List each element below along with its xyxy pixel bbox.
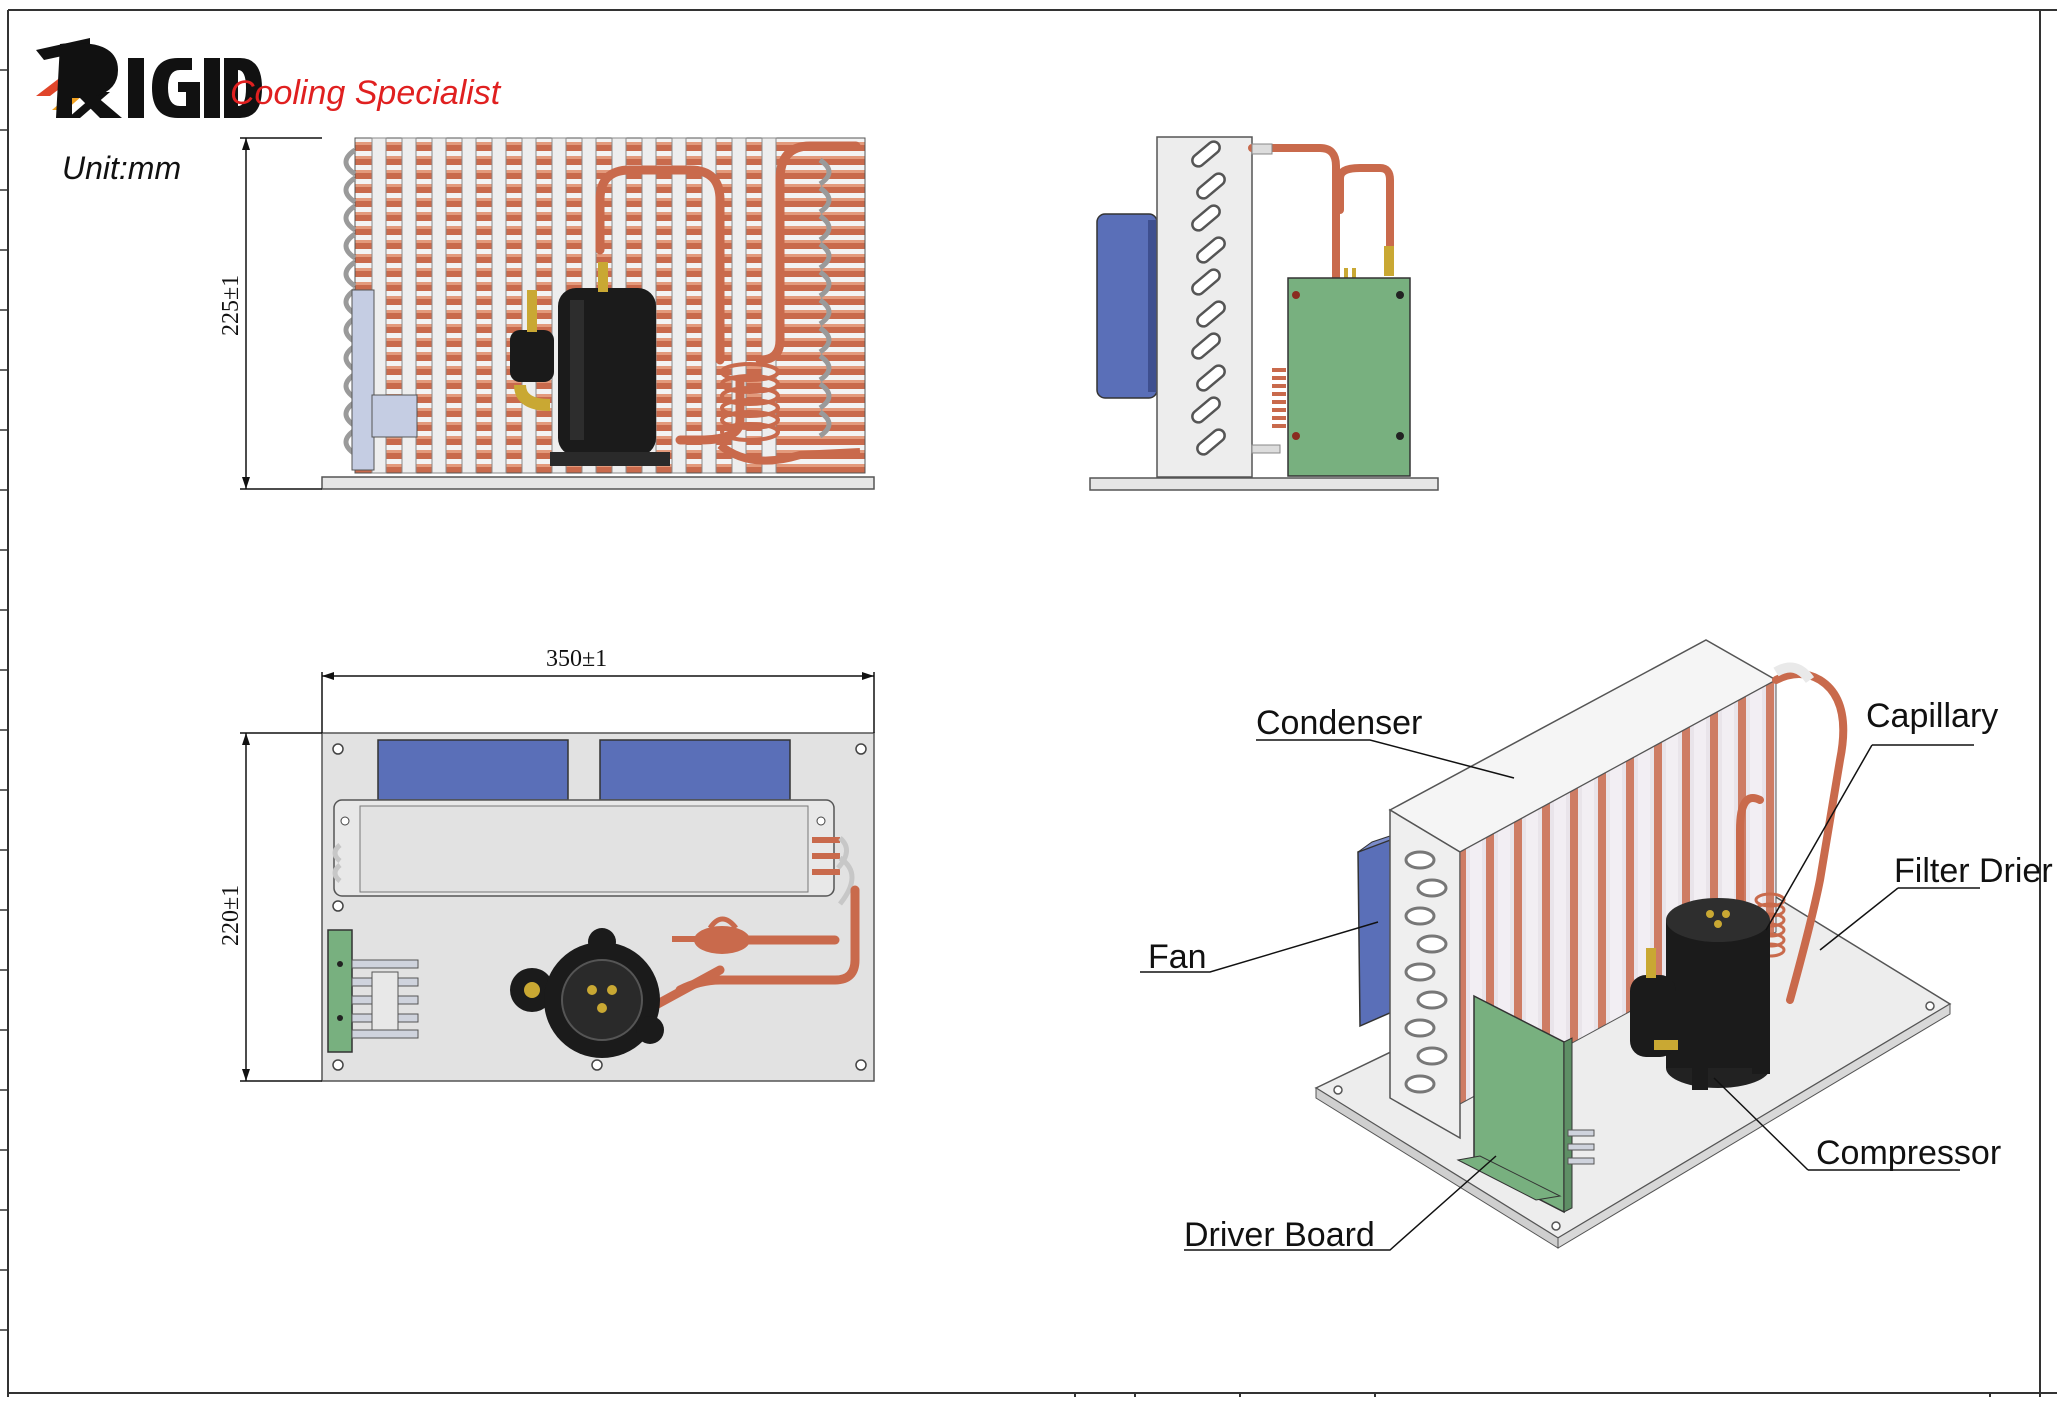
- side-view: [1089, 136, 1439, 491]
- callout-capillary: Capillary: [1866, 697, 1999, 735]
- callout-condenser: Condenser: [1256, 704, 1423, 742]
- dimension-height-front: 225±1: [218, 274, 244, 336]
- isometric-view: [1314, 639, 1952, 1249]
- callout-driver-board: Driver Board: [1184, 1216, 1375, 1254]
- callout-leaders: [1140, 739, 1980, 1251]
- dimension-depth-top: 220±1: [218, 884, 244, 946]
- unit-label: Unit:mm: [62, 150, 182, 186]
- brand-tagline: Cooling Specialist: [230, 74, 501, 112]
- dimension-width-top: 350±1: [546, 646, 608, 672]
- rigid-logo: [36, 38, 262, 119]
- callout-fan: Fan: [1148, 938, 1207, 976]
- front-view: [240, 137, 875, 490]
- callout-compressor: Compressor: [1816, 1134, 2002, 1172]
- sheet-frame: [0, 9, 2057, 1397]
- top-view: [240, 672, 875, 1082]
- callout-filter-drier: Filter Drier: [1894, 852, 2053, 890]
